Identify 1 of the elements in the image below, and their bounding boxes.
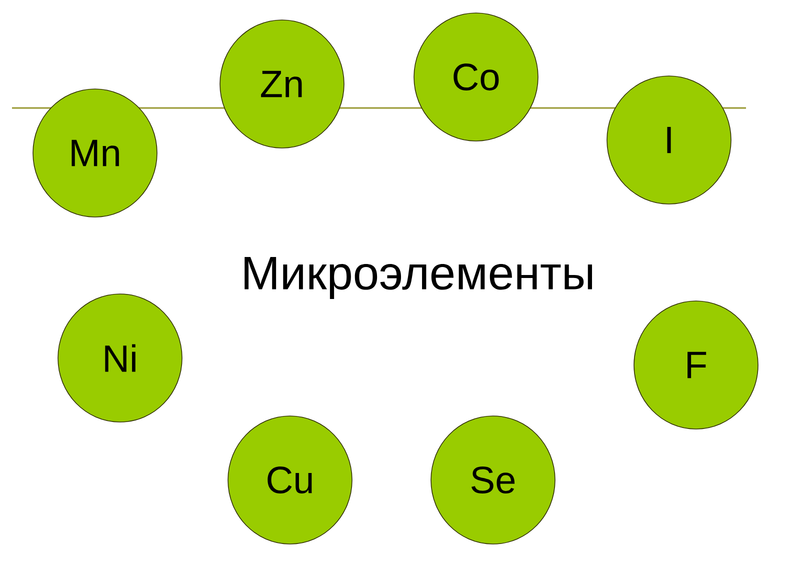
heading-text: Микроэлементы: [244, 256, 592, 300]
